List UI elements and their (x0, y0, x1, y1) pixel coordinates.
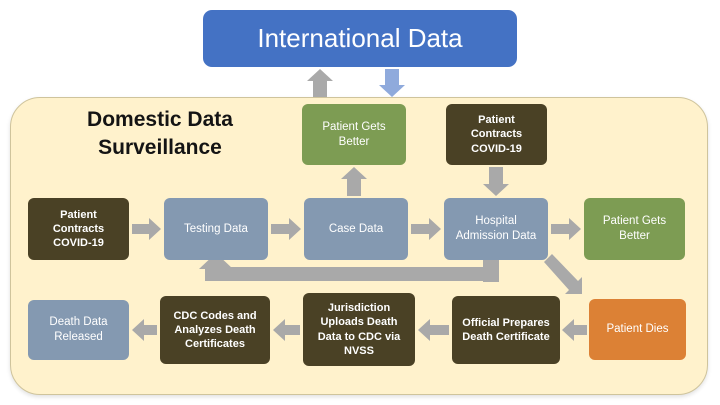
arrow-down-to-domestic-icon (379, 69, 405, 97)
arrow-case-to-recovery-icon (341, 167, 367, 196)
arrow-hospital-to-better-icon (551, 218, 581, 240)
node-patient-gets-better-top: Patient Gets Better (302, 104, 406, 165)
node-testing-data: Testing Data (164, 198, 268, 260)
node-patient-contracts: Patient Contracts COVID-19 (28, 198, 129, 260)
loop-arrow-head-icon (199, 253, 233, 269)
node-patient-gets-better-right: Patient Gets Better (584, 198, 685, 260)
arrow-jurisdiction-to-cdc-icon (273, 319, 300, 341)
arrow-cdc-to-released-icon (132, 319, 157, 341)
loop-arrow-horizontal-segment (205, 267, 499, 281)
arrow-case-to-hospital-icon (411, 218, 441, 240)
arrow-contracts-to-testing-icon (132, 218, 161, 240)
node-hospital-admission-data: Hospital Admission Data (444, 198, 548, 260)
arrow-contracts-to-hospital-icon (483, 167, 509, 196)
domestic-title: Domestic Data Surveillance (87, 108, 233, 160)
arrow-hospital-to-dies-icon (544, 254, 582, 294)
international-data-box: International Data (203, 10, 517, 67)
arrow-testing-to-case-icon (271, 218, 301, 240)
node-jurisdiction-uploads: Jurisdiction Uploads Death Data to CDC v… (303, 293, 415, 366)
node-patient-contracts-top: Patient Contracts COVID-19 (446, 104, 547, 165)
node-patient-dies: Patient Dies (589, 299, 686, 360)
arrow-dies-to-official-icon (562, 319, 587, 341)
node-official-prepares-certificate: Official Prepares Death Certificate (452, 296, 560, 364)
node-cdc-codes-certificates: CDC Codes and Analyzes Death Certificate… (160, 296, 270, 364)
node-death-data-released: Death Data Released (28, 300, 129, 360)
node-case-data: Case Data (304, 198, 408, 260)
arrow-up-to-international-icon (307, 69, 333, 97)
arrow-official-to-jurisdiction-icon (418, 319, 449, 341)
